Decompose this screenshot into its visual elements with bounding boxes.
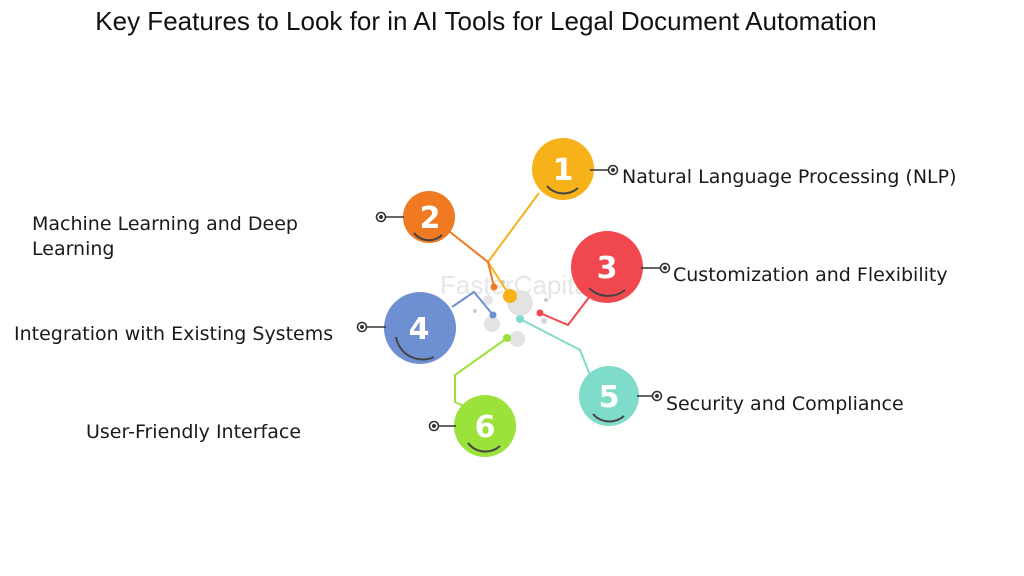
feature-number-2: 2 bbox=[420, 201, 441, 236]
label-leader-ends bbox=[356, 164, 671, 432]
feature-label-2: Machine Learning and Deep Learning bbox=[32, 213, 298, 260]
feature-circle-3: 3 bbox=[571, 231, 643, 303]
feature-circle-6: 6 bbox=[454, 395, 516, 457]
connector-3 bbox=[539, 295, 591, 327]
feature-label-1: Natural Language Processing (NLP) bbox=[622, 166, 957, 188]
page-title: Key Features to Look for in AI Tools for… bbox=[95, 6, 877, 36]
feature-number-1: 1 bbox=[553, 153, 574, 188]
feature-number-6: 6 bbox=[475, 410, 496, 445]
connector-2 bbox=[449, 231, 495, 288]
connector-5 bbox=[519, 318, 591, 376]
feature-circle-1: 1 bbox=[532, 138, 594, 200]
feature-number-3: 3 bbox=[597, 251, 618, 286]
feature-label-5: Security and Compliance bbox=[666, 393, 904, 415]
feature-label-6: User-Friendly Interface bbox=[86, 421, 302, 443]
feature-circle-5: 5 bbox=[579, 366, 639, 426]
feature-label-4: Integration with Existing Systems bbox=[14, 323, 334, 345]
feature-number-4: 4 bbox=[409, 312, 430, 347]
connector-4 bbox=[451, 290, 494, 316]
feature-label-3: Customization and Flexibility bbox=[673, 264, 948, 286]
connector-end-dots bbox=[489, 283, 544, 342]
feature-circle-2: 2 bbox=[403, 191, 455, 243]
feature-circle-4: 4 bbox=[384, 292, 456, 364]
feature-number-5: 5 bbox=[599, 380, 620, 415]
connector-1 bbox=[486, 192, 540, 297]
